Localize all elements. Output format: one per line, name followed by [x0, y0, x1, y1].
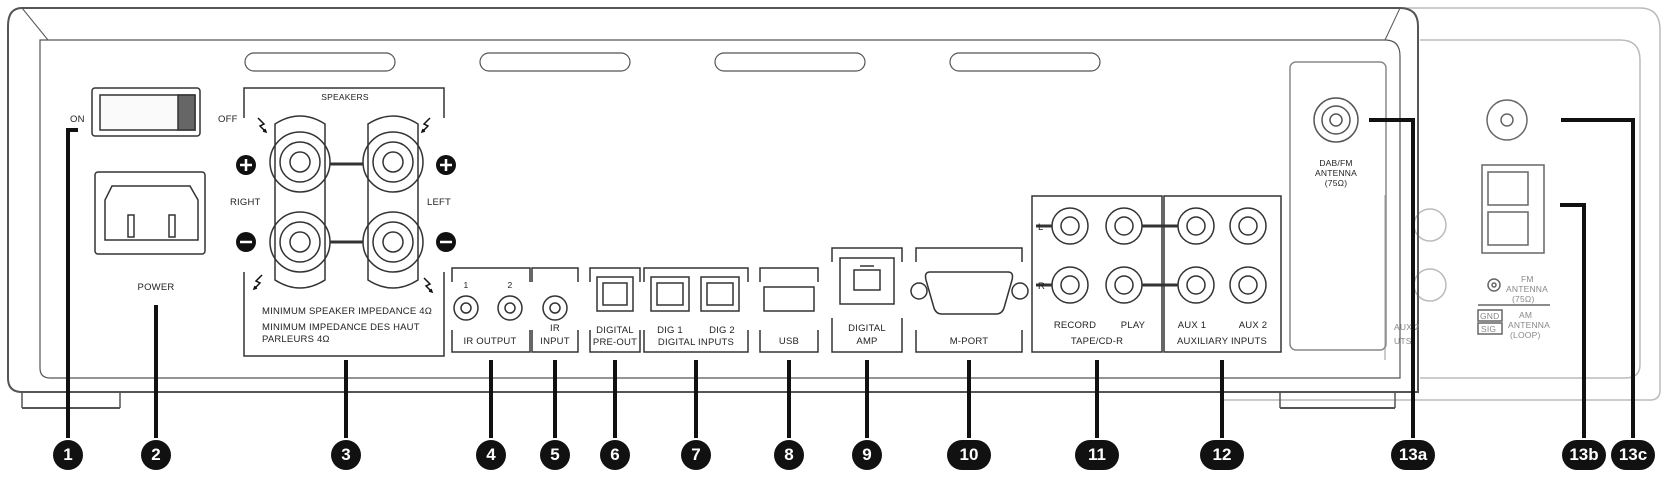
am-label-1: AM [1519, 310, 1533, 320]
m-port-connector [910, 247, 1029, 353]
power-label: POWER [137, 282, 175, 293]
speaker-terminals [243, 87, 445, 357]
speakers-title: SPEAKERS [321, 92, 369, 102]
callout-4: 4 [476, 440, 506, 470]
main-unit-body [7, 7, 1419, 409]
dig1-label: DIG 1 [657, 325, 683, 336]
ir-output-1: 1 [463, 280, 469, 290]
aux1-label: AUX 1 [1177, 320, 1207, 331]
power-switch [91, 87, 201, 137]
tape-r-label: R [1038, 281, 1046, 292]
ghost-unit [1220, 7, 1661, 401]
callout-13a: 13a [1391, 440, 1435, 470]
switch-on-label: ON [70, 114, 85, 125]
impedance-fr-1: MINIMUM IMPEDANCE DES HAUT [262, 322, 420, 333]
digital-preout-port [589, 267, 641, 353]
digital-inputs-label: DIGITAL INPUTS [657, 337, 735, 348]
digital-amp-label-1: DIGITAL [848, 323, 886, 334]
callout-5: 5 [540, 440, 570, 470]
ir-input-label-2: INPUT [540, 336, 570, 347]
switch-off-label: OFF [218, 114, 238, 125]
usb-port [759, 267, 819, 353]
callout-7: 7 [681, 440, 711, 470]
power-inlet [94, 171, 206, 255]
callout-9: 9 [852, 440, 882, 470]
callout-13b: 13b [1562, 440, 1606, 470]
aux-input-jacks [1142, 195, 1282, 353]
am-label-3: (LOOP) [1510, 330, 1541, 340]
vent-slots [244, 52, 1101, 72]
ir-input-label-1: IR [550, 323, 560, 334]
dab-label-2: ANTENNA [1314, 168, 1358, 178]
callout-1: 1 [53, 440, 83, 470]
am-gnd-label: GND [1480, 311, 1500, 321]
callout-3: 3 [331, 440, 361, 470]
ghost-inputs-label: UTS [1394, 336, 1412, 346]
digital-input-ports [643, 267, 749, 353]
leader-lines [66, 118, 1635, 438]
dab-label-1: DAB/FM [1319, 158, 1353, 168]
ir-output-jacks [451, 267, 531, 353]
ir-output-2: 2 [507, 280, 513, 290]
tape-cdr-label: TAPE/CD-R [1070, 336, 1124, 347]
callout-10: 10 [947, 440, 991, 470]
dab-label-3: (75Ω) [1324, 178, 1348, 188]
callout-13c: 13c [1611, 440, 1655, 470]
callout-6: 6 [600, 440, 630, 470]
digital-preout-label-2: PRE-OUT [592, 337, 638, 348]
fm-am-antenna-section [1477, 99, 1550, 335]
usb-label: USB [778, 336, 800, 347]
impedance-en: MINIMUM SPEAKER IMPEDANCE 4Ω [262, 306, 433, 317]
dig2-label: DIG 2 [709, 325, 735, 336]
ir-output-label: IR OUTPUT [463, 336, 517, 347]
callout-2: 2 [141, 440, 171, 470]
shock-warning-icons [252, 117, 434, 294]
m-port-label: M-PORT [949, 336, 989, 347]
callout-11: 11 [1075, 440, 1119, 470]
ghost-aux2-label: AUX 2 [1394, 322, 1420, 332]
auxiliary-inputs-label: AUXILIARY INPUTS [1177, 336, 1267, 347]
tape-l-label: L [1038, 222, 1044, 233]
fm-label-3: (75Ω) [1512, 294, 1535, 304]
fm-label-2: ANTENNA [1506, 284, 1549, 294]
dab-antenna-socket [1289, 61, 1387, 351]
tape-record-label: RECORD [1053, 320, 1097, 331]
am-sig-label: SIG [1481, 324, 1497, 334]
aux2-label: AUX 2 [1238, 320, 1268, 331]
tape-cdr-jacks [1031, 195, 1163, 353]
digital-preout-label-1: DIGITAL [596, 325, 634, 336]
fm-label-1: FM [1521, 274, 1534, 284]
impedance-fr-2: PARLEURS 4Ω [262, 334, 330, 345]
am-label-2: ANTENNA [1508, 320, 1551, 330]
ir-input-jack [531, 267, 579, 353]
callout-8: 8 [774, 440, 804, 470]
callout-12: 12 [1200, 440, 1244, 470]
digital-amp-port [831, 247, 903, 353]
speakers-left-label: LEFT [427, 197, 452, 208]
speakers-right-label: RIGHT [230, 197, 261, 208]
tape-play-label: PLAY [1120, 320, 1146, 331]
digital-amp-label-2: AMP [856, 336, 878, 347]
